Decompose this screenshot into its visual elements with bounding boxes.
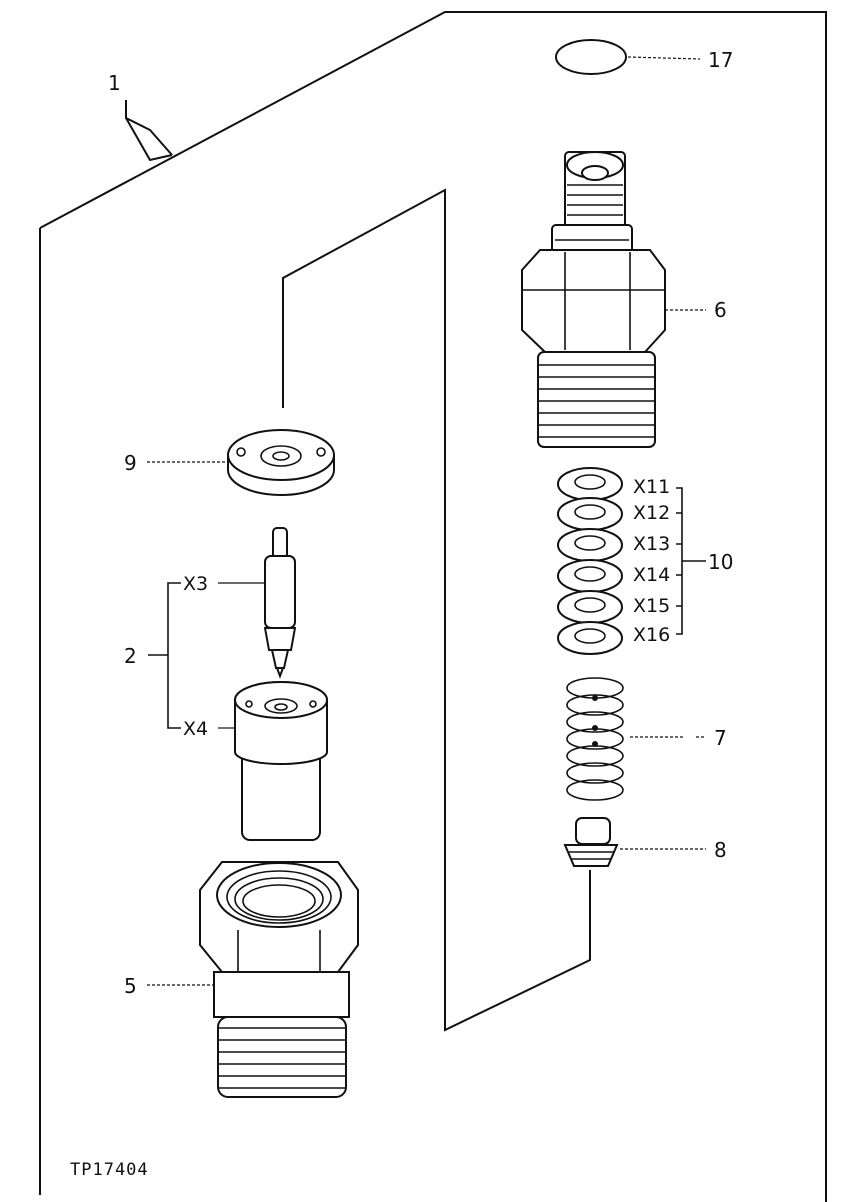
o-ring-icon <box>555 39 627 75</box>
assembly-leader-tick <box>125 117 173 156</box>
callout-valve-needle: X3 <box>183 573 208 595</box>
callout-o-ring: 17 <box>708 48 733 72</box>
nozzle-set-bracket <box>148 582 181 729</box>
callout-nozzle-body: X4 <box>183 718 208 740</box>
shim-group-bracket <box>676 487 706 635</box>
spacer-icon <box>227 429 335 496</box>
callout-holder-body: 6 <box>714 298 727 322</box>
callout-nozzle-nut: 5 <box>124 974 137 998</box>
callout-shim-14: X14 <box>633 564 670 586</box>
holder-body-icon <box>521 151 666 448</box>
callout-spring-seat: 8 <box>714 838 727 862</box>
callout-shim-16: X16 <box>633 624 670 646</box>
callout-assembly: 1 <box>108 71 121 95</box>
callout-shim-11: X11 <box>633 476 670 498</box>
callout-shim-12: X12 <box>633 502 670 524</box>
callout-spring: 7 <box>714 726 727 750</box>
spring-icon <box>566 677 624 801</box>
spring-seat-icon <box>563 817 619 867</box>
o-ring-leader <box>627 56 701 60</box>
assembly-leader <box>125 100 173 162</box>
shim-icon <box>557 467 623 655</box>
callout-nozzle-set: 2 <box>124 644 137 668</box>
nozzle-body-icon <box>234 681 328 841</box>
figure-code: TP17404 <box>70 1160 149 1180</box>
callout-shim-15: X15 <box>633 595 670 617</box>
callout-shim-group: 10 <box>708 550 733 574</box>
callout-spacer: 9 <box>124 451 137 475</box>
valve-needle-icon <box>263 527 297 679</box>
assembly-outline <box>39 11 827 1202</box>
exploded-boundary <box>282 188 591 1032</box>
nozzle-nut-icon <box>199 861 359 1098</box>
callout-shim-13: X13 <box>633 533 670 555</box>
